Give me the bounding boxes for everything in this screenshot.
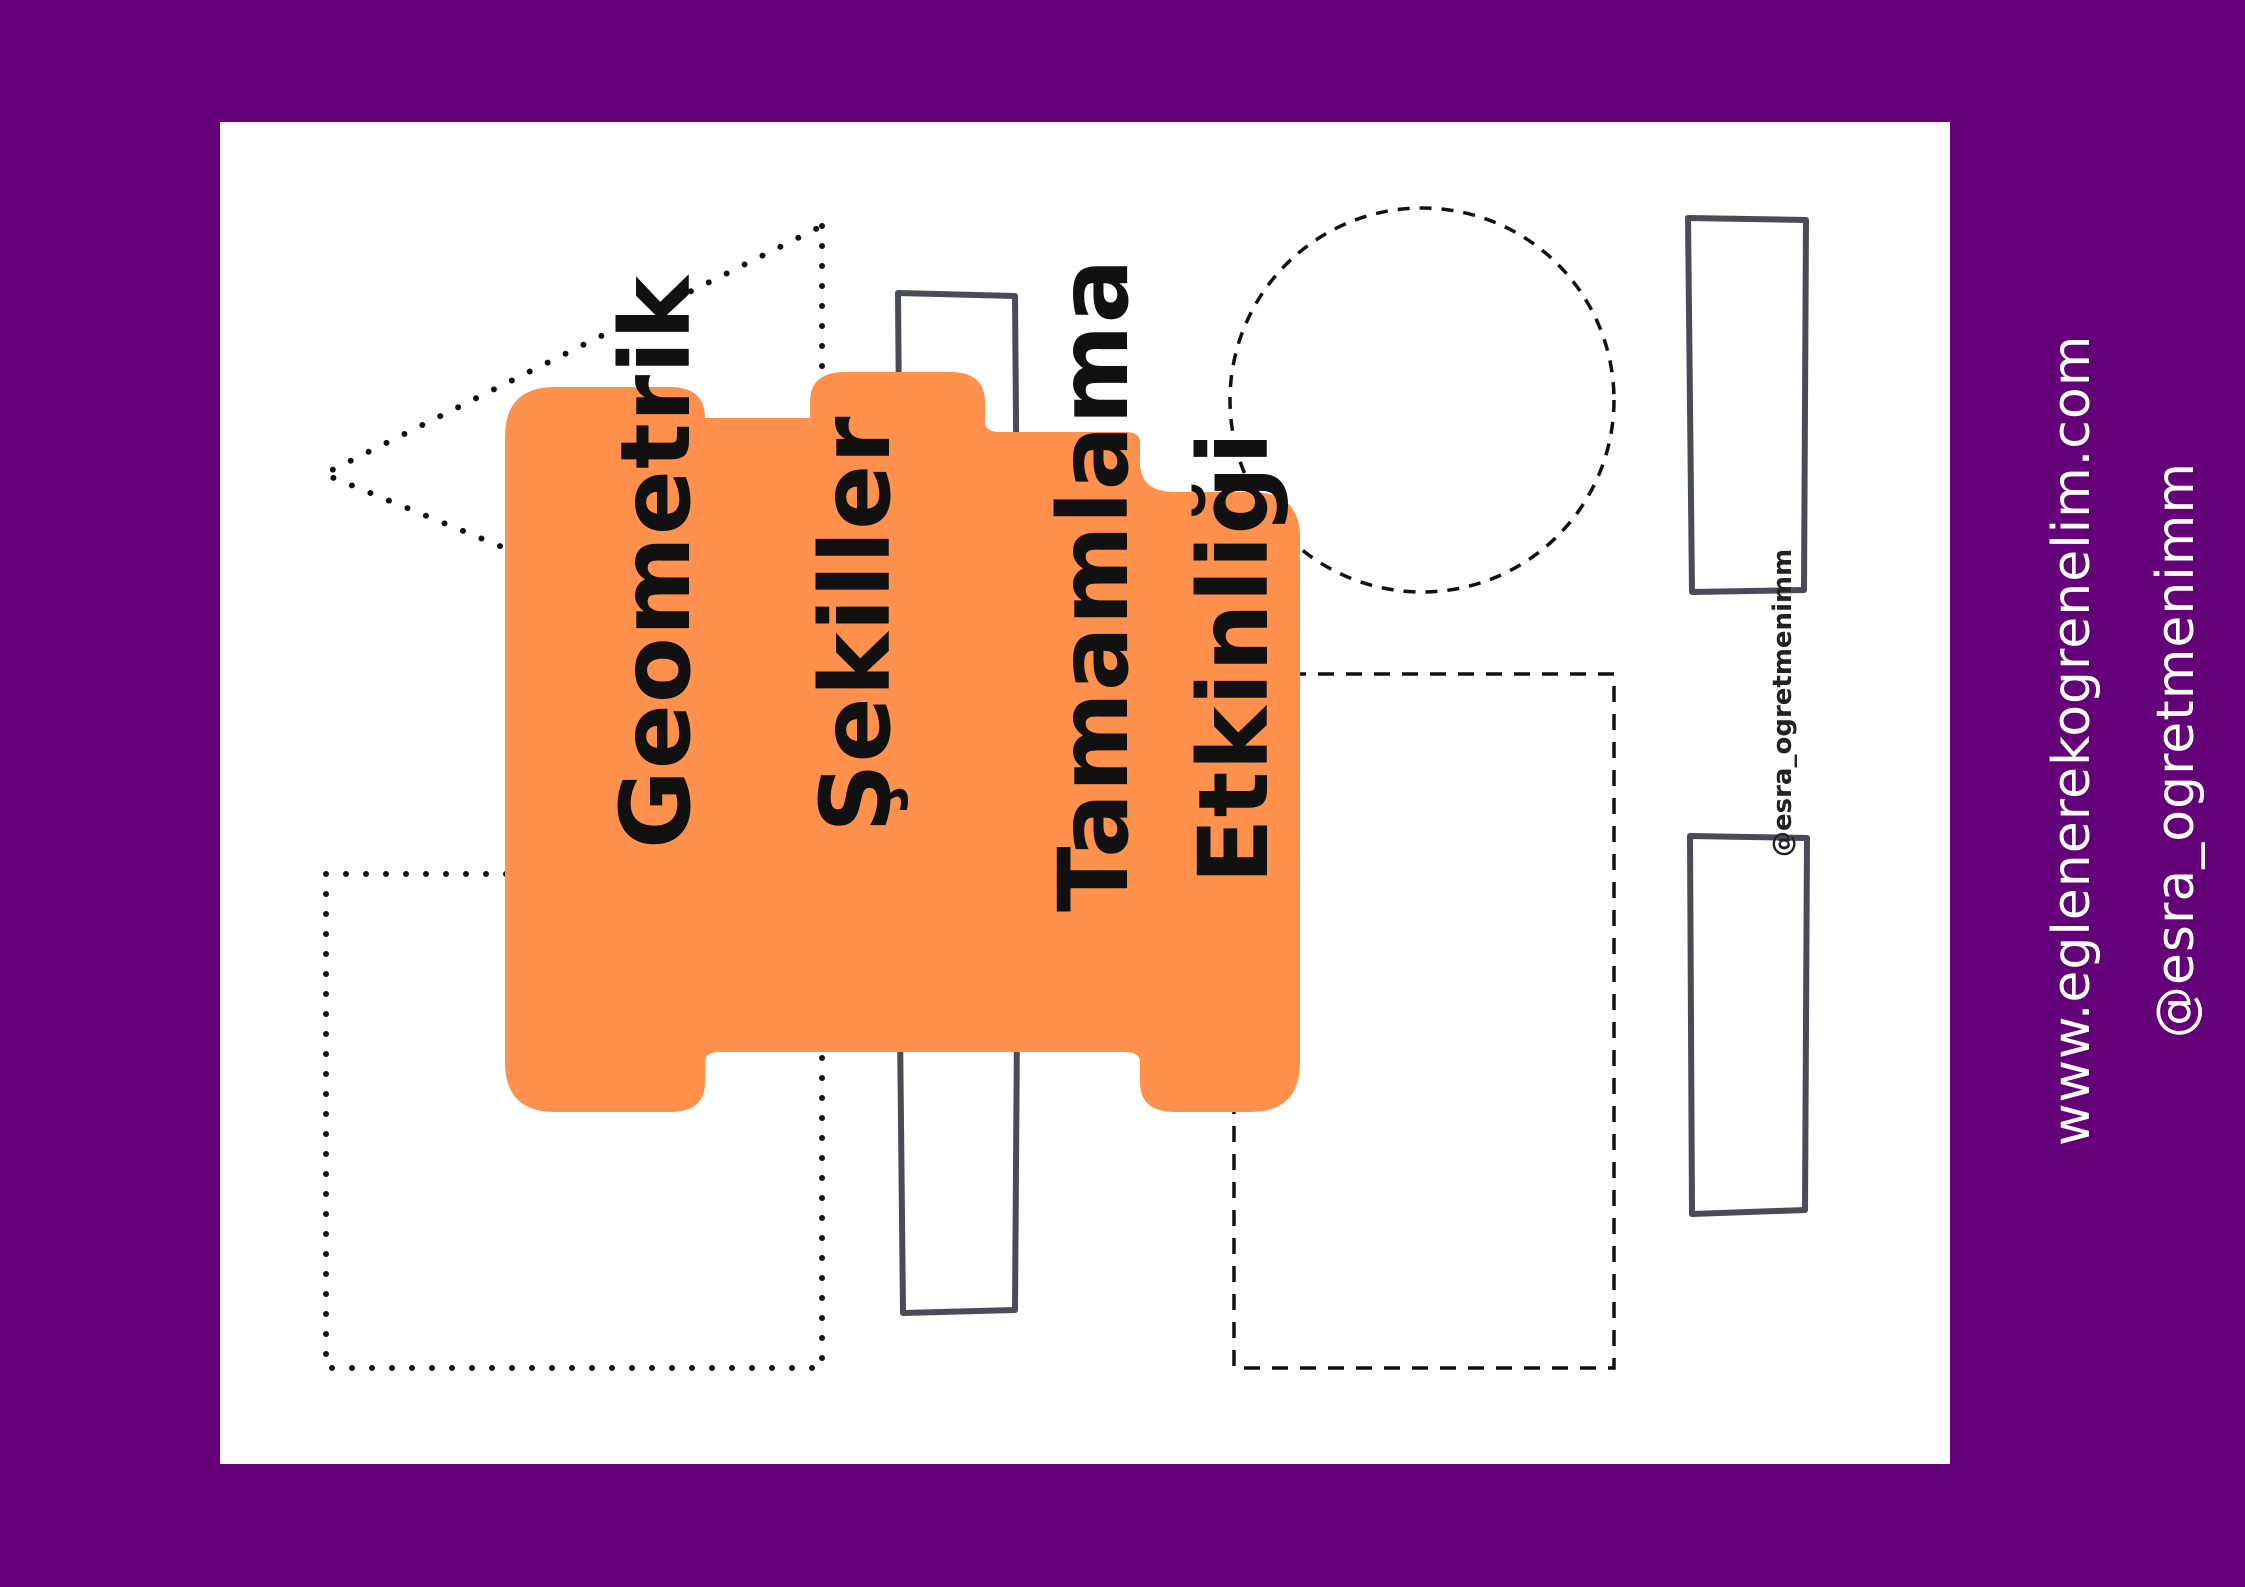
website-text: www.eglenerekogrenelim.com [2042, 334, 2102, 1146]
outline-rectangle-right-top [1685, 215, 1809, 595]
side-handle-text: @esra_ogretmenimm [2146, 461, 2206, 1039]
title-line-4: Etkinliği [1178, 431, 1290, 884]
title-line-1: Geometrik [600, 275, 712, 849]
sheet-handle-text: @esra_ogretmenimm [1768, 548, 1798, 857]
title-line-3: Tamamlama [1038, 257, 1150, 912]
worksheet-page: Geometrik Şekiller Tamamlama Etkinliği @… [220, 122, 1950, 1464]
title-line-2: Şekiller [800, 415, 912, 833]
outline-rectangle-right-bottom [1687, 833, 1810, 1217]
title-badge-shape [505, 372, 1300, 1112]
dashed-circle [1228, 206, 1616, 594]
title-badge [505, 372, 1300, 1112]
dotted-square [323, 871, 825, 1371]
